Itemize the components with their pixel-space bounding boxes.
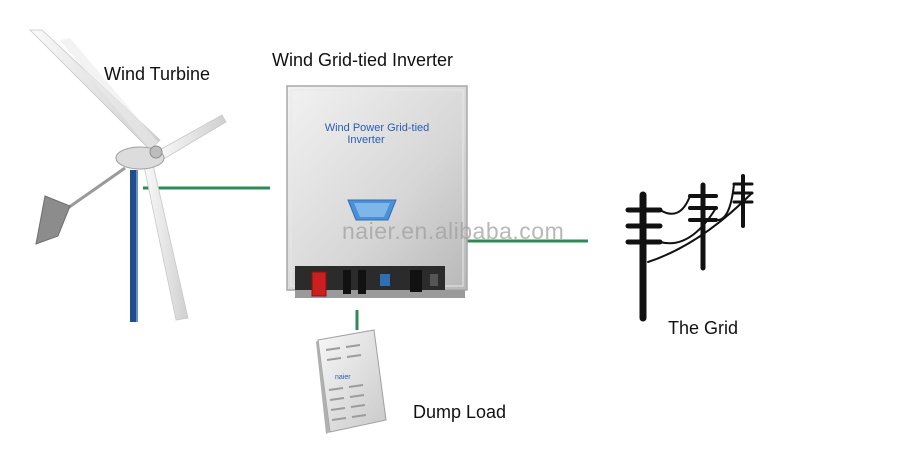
inverter-switch	[311, 271, 327, 297]
label-wind-turbine: Wind Turbine	[104, 64, 211, 84]
inverter-panel-line1: Wind Power Grid-tied	[325, 122, 430, 134]
label-the-grid: The Grid	[668, 318, 739, 338]
dump-load-brand: naier	[335, 374, 351, 381]
inverter-panel-line2: Inverter	[347, 134, 385, 146]
watermark: naier.en.alibaba.com	[342, 218, 565, 244]
dump-load-icon: naier	[316, 329, 387, 434]
inverter-body	[286, 85, 468, 291]
inverter-icon: Wind Power Grid-tied Inverter	[286, 85, 468, 298]
grid-icon	[625, 174, 754, 322]
label-dump-load: Dump Load	[413, 402, 507, 422]
turbine-tower	[130, 170, 138, 322]
label-inverter: Wind Grid-tied Inverter	[272, 50, 454, 70]
wind-turbine-icon	[29, 29, 227, 322]
